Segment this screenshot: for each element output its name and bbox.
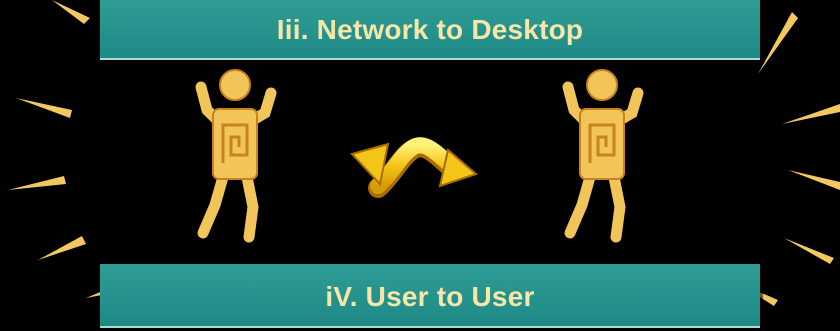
bottom-banner: iV. User to User bbox=[100, 264, 760, 328]
burst-ray-icon bbox=[782, 104, 840, 124]
left-figure bbox=[195, 69, 277, 243]
top-banner: Iii. Network to Desktop bbox=[100, 0, 760, 60]
burst-ray-icon bbox=[38, 236, 86, 260]
burst-ray-icon bbox=[788, 170, 840, 190]
dancing-person-icon bbox=[562, 69, 644, 243]
burst-ray-icon bbox=[16, 98, 72, 118]
burst-ray-icon bbox=[8, 176, 66, 190]
burst-ray-icon bbox=[52, 0, 90, 24]
burst-ray-icon bbox=[758, 12, 798, 74]
top-banner-label: Iii. Network to Desktop bbox=[276, 14, 584, 45]
wavy-double-arrow-icon bbox=[350, 137, 478, 198]
right-figure bbox=[562, 69, 644, 243]
burst-ray-icon bbox=[784, 238, 834, 264]
dancing-person-icon bbox=[195, 69, 277, 243]
bottom-banner-label: iV. User to User bbox=[325, 281, 535, 312]
